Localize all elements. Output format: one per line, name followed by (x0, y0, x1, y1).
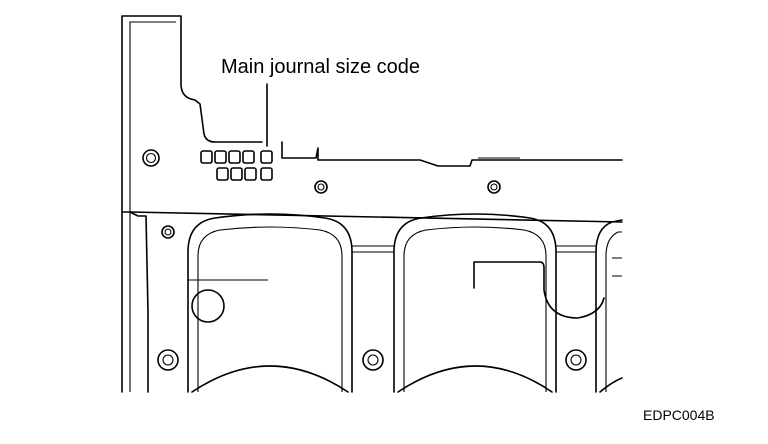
size-code-box (214, 150, 227, 164)
bolt-hole (362, 349, 384, 371)
bolt-hole (157, 349, 179, 371)
bolt-hole (487, 180, 501, 194)
figure-code: EDPC004B (643, 407, 715, 423)
size-code-box (260, 150, 273, 164)
size-code-box (230, 167, 243, 181)
top-skirt-line (129, 211, 623, 223)
block-outer-outline (121, 15, 263, 393)
size-code-box (228, 150, 241, 164)
main-bearing-saddle (393, 213, 557, 393)
callout-label: Main journal size code (221, 56, 420, 78)
size-code-box (200, 150, 213, 164)
size-code-row-bottom (216, 167, 273, 181)
bolt-hole (565, 349, 587, 371)
bolt-hole (314, 180, 328, 194)
size-code-row-top (200, 150, 273, 164)
saddle-rib (473, 261, 605, 319)
oil-gallery-hole (191, 289, 225, 323)
lower-block-web (352, 245, 596, 253)
block-mid-line (121, 211, 149, 313)
size-code-box (216, 167, 229, 181)
bolt-hole (142, 149, 160, 167)
size-code-box (260, 167, 273, 181)
size-code-box (242, 150, 255, 164)
block-inner-edge (129, 21, 176, 392)
deck-line (281, 141, 623, 167)
right-edge-trim (612, 257, 622, 277)
bolt-hole (161, 225, 175, 239)
main-bearing-saddle (187, 213, 353, 393)
size-code-box (244, 167, 257, 181)
